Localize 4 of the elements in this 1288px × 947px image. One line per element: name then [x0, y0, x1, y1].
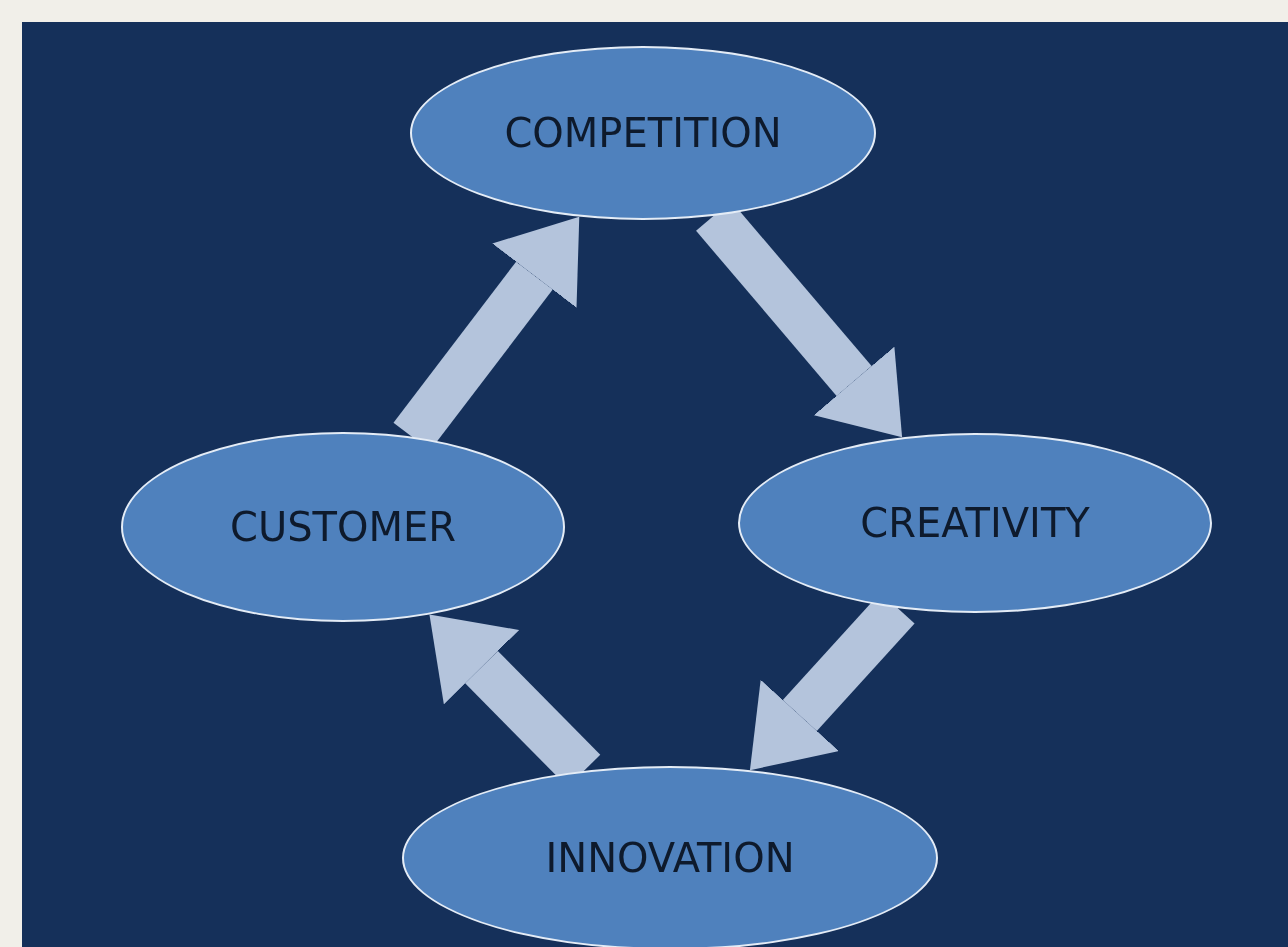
node-label: INNOVATION	[545, 835, 795, 881]
node-label: CUSTOMER	[229, 504, 457, 550]
node-label: COMPETITION	[504, 110, 782, 156]
node-label: CREATIVITY	[860, 500, 1090, 546]
